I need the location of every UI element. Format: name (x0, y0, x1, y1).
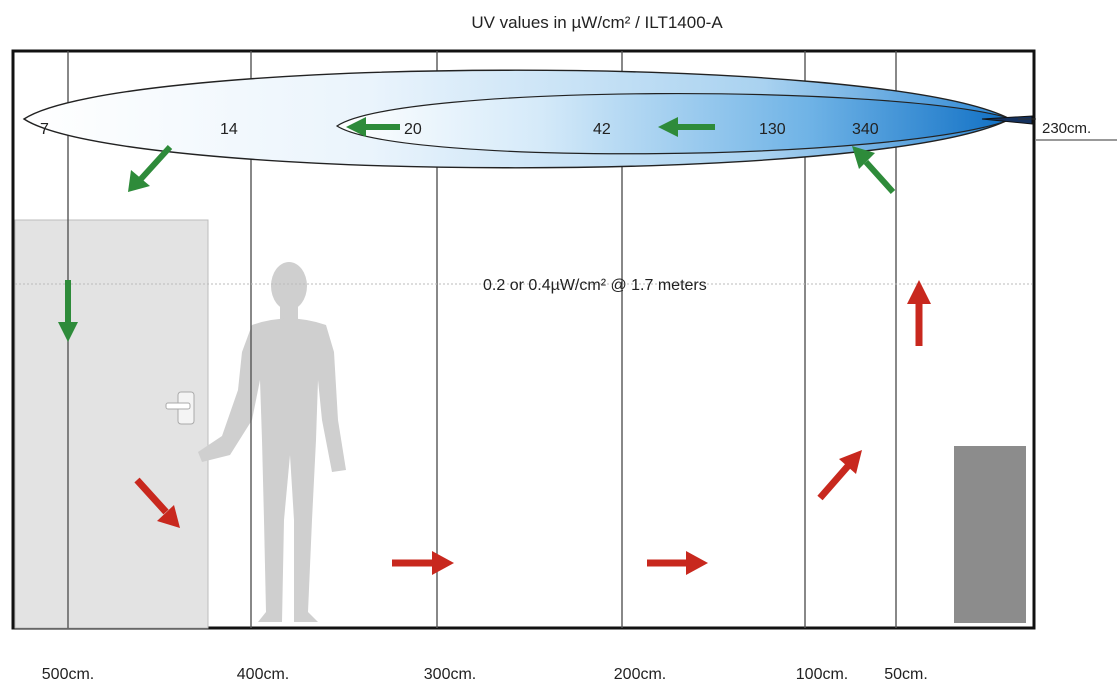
reading-label: 130 (759, 121, 786, 138)
green-arrow-icon (128, 144, 173, 192)
distance-label: 50cm. (884, 666, 928, 683)
person-silhouette (198, 262, 346, 622)
height-label: 230cm. (1042, 120, 1091, 137)
reading-label: 14 (220, 121, 238, 138)
green-arrow-icon (852, 146, 896, 195)
distance-label: 300cm. (424, 666, 476, 683)
threshold-label: 0.2 or 0.4µW/cm² @ 1.7 meters (483, 277, 707, 294)
door (14, 219, 209, 629)
uv-lamp (981, 115, 1033, 125)
reading-label: 7 (40, 121, 49, 138)
reading-label: 340 (852, 121, 879, 138)
distance-label: 100cm. (796, 666, 848, 683)
red-arrows (134, 280, 931, 575)
red-arrow-icon (907, 280, 931, 346)
cabinet (954, 446, 1026, 623)
room-outline (11, 49, 1036, 630)
distance-labels: 500cm. 400cm. 300cm. 200cm. 100cm. 50cm. (42, 666, 928, 683)
green-arrow-icon (346, 117, 400, 137)
distance-label: 500cm. (42, 666, 94, 683)
red-arrow-icon (134, 477, 180, 528)
distance-label: 400cm. (237, 666, 289, 683)
red-arrow-icon (647, 551, 708, 575)
uv-readings: 7 14 20 42 130 340 (40, 121, 879, 138)
green-arrow-icon (658, 117, 715, 137)
green-arrows (58, 117, 896, 342)
door-handle (165, 391, 195, 425)
red-arrow-icon (392, 551, 454, 575)
diagram-title: UV values in µW/cm² / ILT1400-A (471, 13, 723, 32)
reading-label: 20 (404, 121, 422, 138)
distance-label: 200cm. (614, 666, 666, 683)
reading-label: 42 (593, 121, 611, 138)
red-arrow-icon (817, 450, 862, 501)
green-arrow-icon (58, 280, 78, 342)
